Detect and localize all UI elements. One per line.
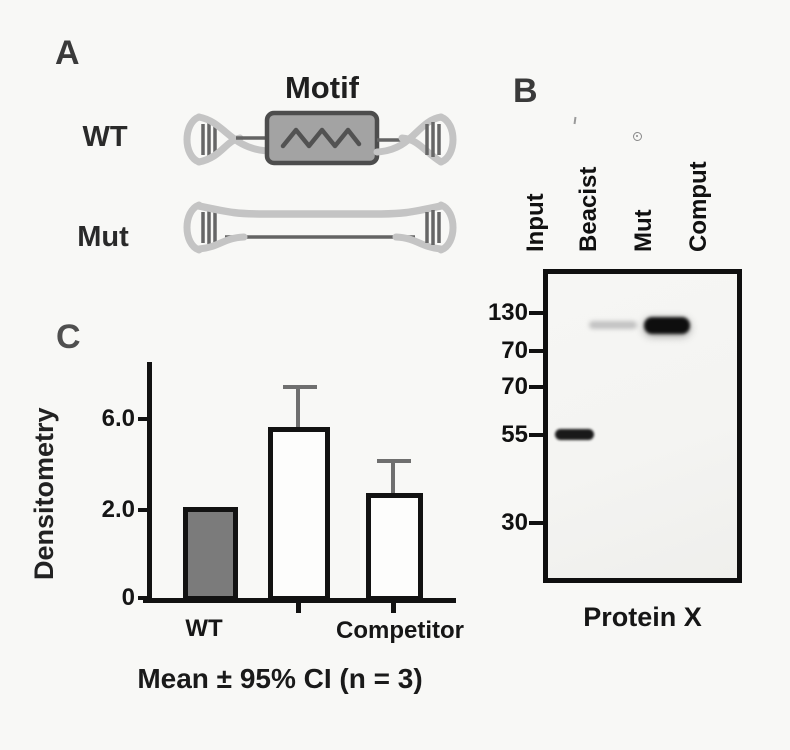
y-tick-label-2: 2.0 (101, 496, 135, 523)
lane-label-beacist: Beacist (575, 166, 602, 252)
x-label-competitor: Competitor (336, 617, 464, 644)
blot-band-beacist-faint (589, 321, 637, 329)
wt-row-label: WT (82, 121, 128, 153)
blot-title: Protein X (583, 602, 702, 632)
x-label-wt: WT (185, 615, 223, 642)
errorbar-middle-stem (296, 387, 300, 427)
mw-tick-30 (529, 521, 543, 525)
bar-wt (183, 507, 238, 601)
dust-speck (573, 116, 577, 125)
mw-tick-70a (529, 349, 543, 353)
mw-label-130: 130 (487, 299, 528, 326)
western-blot-membrane (543, 269, 742, 583)
y-tick-label-0: 0 (121, 584, 135, 611)
errorbar-competitor-cap (377, 459, 411, 463)
errorbar-middle-cap (283, 385, 317, 389)
motif-zigzag-icon (280, 127, 362, 149)
errorbar-competitor-stem (391, 461, 395, 493)
panel-a-label: A (55, 34, 80, 72)
y-tick-label-6: 6.0 (101, 405, 135, 432)
mut-dna-construct (183, 201, 457, 254)
mw-tick-130 (529, 311, 543, 315)
mw-label-30: 30 (501, 509, 528, 536)
bar-competitor (366, 493, 423, 601)
motif-box (264, 110, 380, 166)
y-axis-line (147, 362, 152, 603)
dust-circle-speck (633, 132, 642, 141)
y-tick-0 (138, 596, 147, 600)
lane-label-input: Input (522, 193, 549, 252)
mw-label-70b: 70 (501, 373, 528, 400)
mut-row-label: Mut (77, 221, 129, 253)
y-axis-title: Densitometry (29, 407, 59, 580)
x-tick-middle (296, 603, 301, 613)
panel-c-label: C (56, 318, 81, 356)
mw-label-55: 55 (501, 421, 528, 448)
bar-middle (268, 427, 330, 601)
motif-label: Motif (284, 70, 360, 105)
blot-band-mut-strong (644, 317, 690, 334)
mw-tick-55 (529, 433, 543, 437)
chart-caption: Mean ± 95% CI (n = 3) (137, 663, 423, 694)
mw-label-70a: 70 (501, 337, 528, 364)
lane-label-mut: Mut (630, 209, 657, 252)
mw-tick-70b (529, 385, 543, 389)
dna-schematic-graphic (183, 110, 457, 254)
x-tick-competitor (391, 603, 396, 613)
lane-label-comput: Comput (685, 161, 712, 252)
mut-bulge-strand (195, 202, 445, 218)
blot-band-input-55 (555, 429, 594, 440)
y-tick-2 (138, 508, 147, 512)
panel-b-label: B (513, 72, 538, 110)
wt-dna-construct (183, 110, 457, 166)
y-tick-6 (138, 417, 147, 421)
